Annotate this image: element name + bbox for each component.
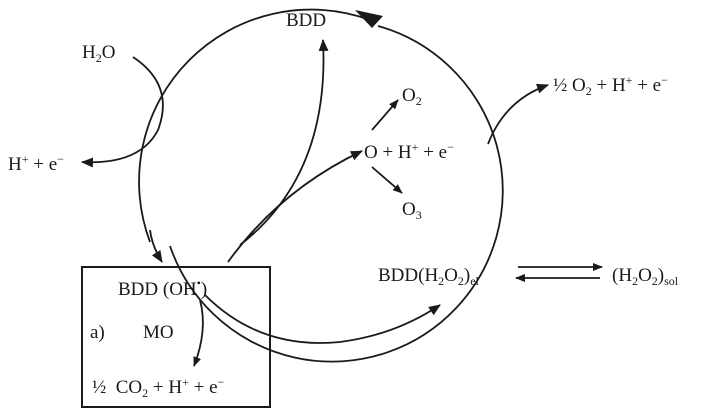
bdd-top-label: BDD bbox=[286, 10, 326, 31]
water-oxidation-arrow bbox=[81, 56, 164, 168]
oxygen-evolution-arrow bbox=[487, 83, 549, 145]
cycle-top-arrowhead bbox=[355, 10, 383, 28]
h2o2-sol-label: (H2O2)sol bbox=[612, 265, 679, 288]
box-label-a: a) bbox=[90, 322, 105, 343]
oxygen-to-o2-arrow bbox=[371, 99, 399, 131]
cycle-arc-top bbox=[138, 8, 371, 243]
cycle-to-box-arrow bbox=[149, 229, 163, 263]
proton-electron-left-label: H+ + e− bbox=[8, 152, 64, 175]
box-bottom-products-label: ½ CO2 + H+ + e− bbox=[92, 375, 225, 400]
oxygen-to-o3-arrow bbox=[371, 166, 403, 194]
box-to-h2o2-arrow bbox=[204, 294, 441, 344]
box-mo-label: MO bbox=[143, 322, 174, 343]
water-label: H2O bbox=[82, 42, 115, 65]
o3-label: O3 bbox=[402, 199, 422, 222]
box-title-label: BDD (OH•) bbox=[118, 276, 207, 300]
half-o2-products-label: ½ O2 + H+ + e− bbox=[553, 73, 668, 98]
cycle-arc-right bbox=[169, 25, 504, 363]
mo-to-co2-arrow bbox=[193, 299, 204, 367]
branch-to-oxygen-arrow bbox=[227, 150, 363, 263]
bdd-h2o2-el-label: BDD(H2O2)el bbox=[378, 265, 480, 288]
o2-label: O2 bbox=[402, 85, 422, 108]
oxygen-products-label: O + H+ + e− bbox=[364, 140, 454, 163]
bdd-oh-box bbox=[81, 266, 271, 408]
box-to-bdd-arrow bbox=[239, 39, 329, 246]
